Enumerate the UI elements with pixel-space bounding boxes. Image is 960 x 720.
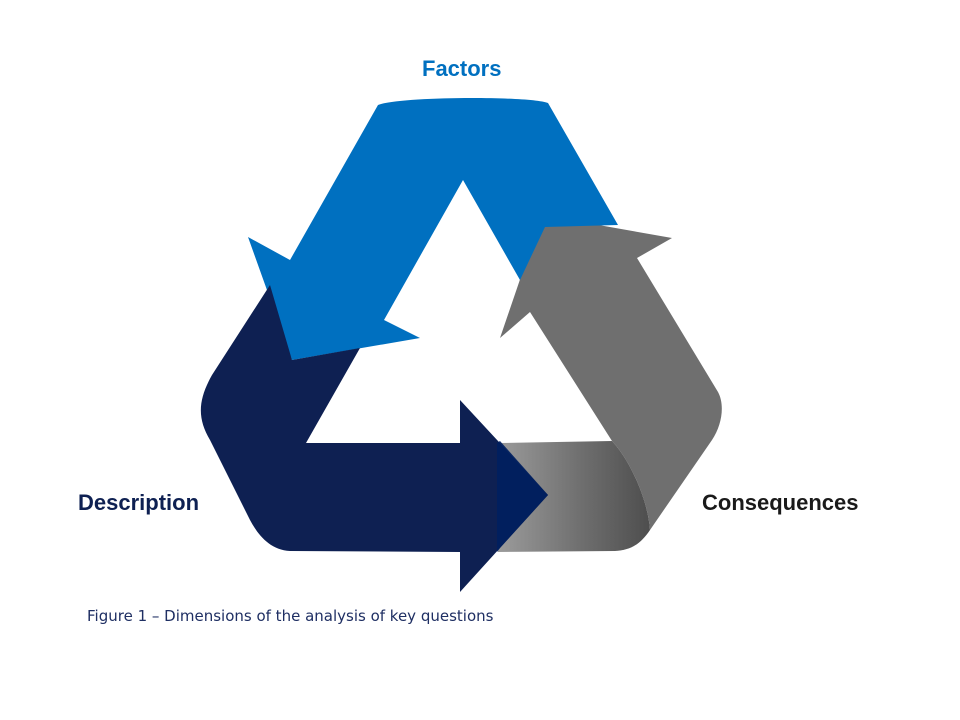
factors-label: Factors <box>422 56 502 81</box>
consequences-arrow-curl <box>498 441 650 552</box>
consequences-label: Consequences <box>702 490 859 515</box>
description-arrow <box>200 285 549 592</box>
description-label: Description <box>78 490 200 515</box>
figure-caption: Figure 1 – Dimensions of the analysis of… <box>87 607 494 625</box>
factors-arrow <box>248 97 618 360</box>
description-arrowhead-overlap <box>497 441 548 552</box>
consequences-arrow <box>500 215 722 530</box>
